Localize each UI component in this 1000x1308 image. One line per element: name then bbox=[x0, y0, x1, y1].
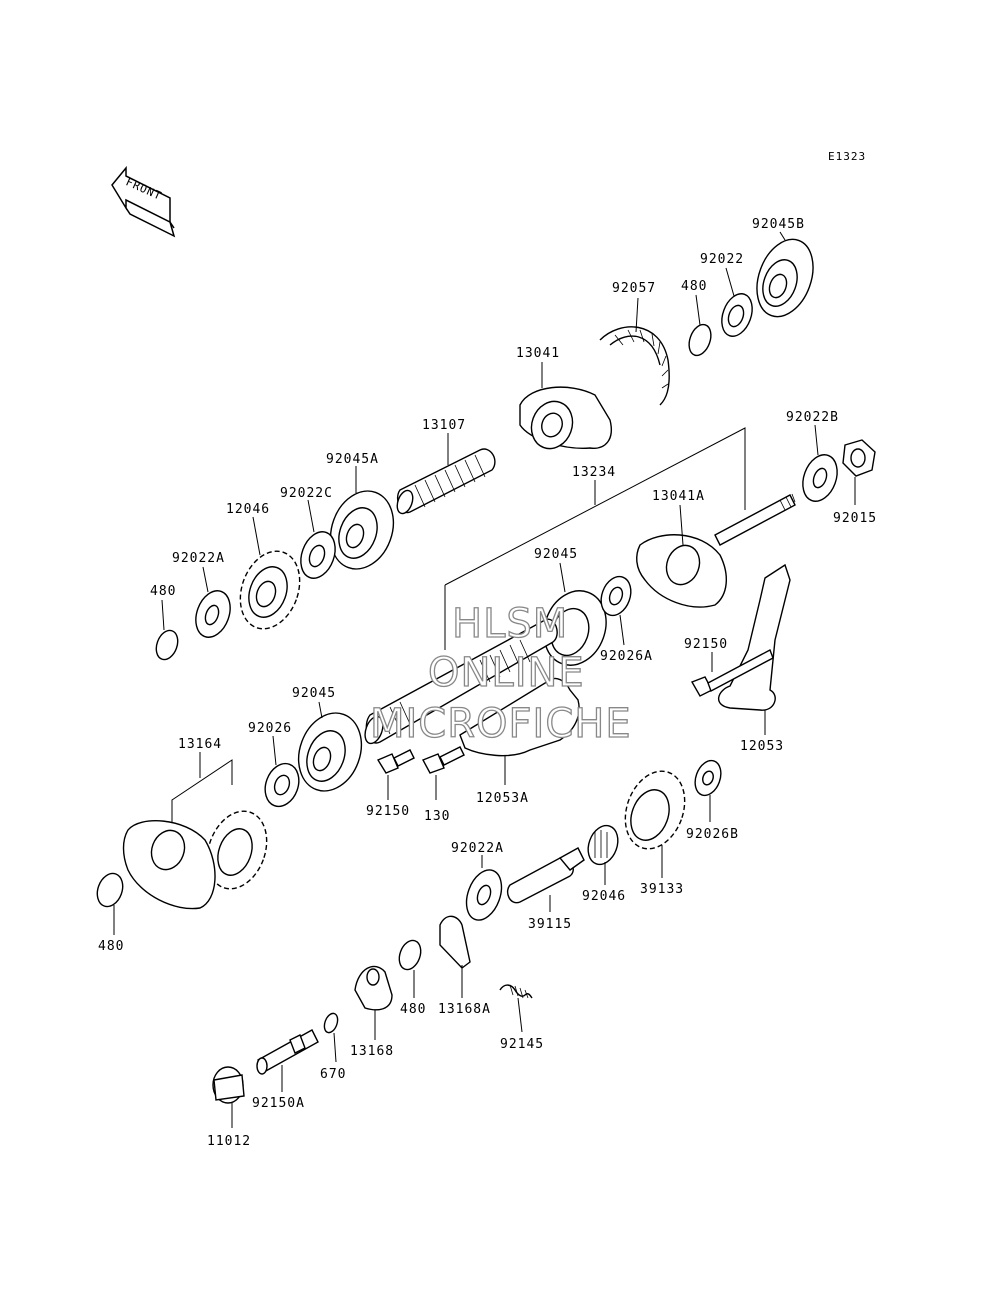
shaft-39115 bbox=[506, 847, 585, 904]
diagram-code: E1323 bbox=[828, 150, 866, 163]
sprocket-arm-13041A bbox=[636, 534, 727, 608]
part-label: 130 bbox=[424, 809, 450, 824]
part-label: 92026A bbox=[600, 649, 653, 664]
part-label: 13234 bbox=[572, 465, 616, 480]
watermark: HLSM ONLINE MICROFICHE bbox=[369, 600, 632, 747]
washer-92022 bbox=[721, 293, 753, 337]
part-label: 92057 bbox=[612, 281, 656, 296]
watermark-line-3: MICROFICHE bbox=[370, 701, 632, 747]
part-label: 670 bbox=[320, 1067, 346, 1082]
plate-13168A bbox=[439, 915, 471, 969]
watermark-line-2: ONLINE bbox=[428, 650, 585, 696]
part-label: 92022B bbox=[786, 410, 839, 425]
plate-12053 bbox=[718, 563, 791, 711]
needle-bearing-92046 bbox=[587, 824, 619, 866]
front-arrow-icon: FRONT bbox=[111, 165, 176, 238]
part-label: 92150A bbox=[252, 1096, 305, 1111]
part-label: 13168 bbox=[350, 1044, 394, 1059]
part-label: 92022 bbox=[700, 252, 744, 267]
sprocket-39133 bbox=[624, 770, 686, 850]
part-label: 12053A bbox=[476, 791, 529, 806]
part-label: 92022A bbox=[172, 551, 225, 566]
washer-92026B bbox=[694, 759, 722, 797]
bolt-92150-mid bbox=[376, 749, 415, 774]
washer-92022B bbox=[802, 454, 838, 502]
part-label: 39115 bbox=[528, 917, 572, 932]
circlip-480-left bbox=[155, 629, 179, 661]
lever-13168 bbox=[354, 965, 393, 1011]
bracket-12053A bbox=[459, 677, 580, 757]
part-label: 13107 bbox=[422, 418, 466, 433]
part-labels: 92045B 92022 480 92057 13041 13107 92045… bbox=[98, 217, 877, 1149]
part-label: 92045A bbox=[326, 452, 379, 467]
part-label: 480 bbox=[150, 584, 176, 599]
part-label: 92150 bbox=[684, 637, 728, 652]
part-label: 13041 bbox=[516, 346, 560, 361]
part-label: 92145 bbox=[500, 1037, 544, 1052]
circlip-480-bottom-left bbox=[96, 872, 124, 908]
bearing-92045-left bbox=[297, 712, 363, 792]
washer-92026 bbox=[264, 762, 300, 808]
cap-11012 bbox=[212, 1066, 245, 1104]
chain-92057 bbox=[599, 326, 670, 406]
part-label: 92022A bbox=[451, 841, 504, 856]
part-label: 92045B bbox=[752, 217, 805, 232]
part-label: 480 bbox=[400, 1002, 426, 1017]
bearing-92045B bbox=[756, 238, 814, 318]
part-label: 12046 bbox=[226, 502, 270, 517]
shaft-92150A bbox=[256, 1029, 319, 1075]
circlip-480-top bbox=[688, 323, 712, 357]
bracket-13234 bbox=[444, 427, 746, 650]
part-label: 11012 bbox=[207, 1134, 251, 1149]
washer-92022A-mid bbox=[465, 869, 503, 921]
washer-92022C bbox=[300, 531, 336, 579]
main-shaft bbox=[364, 618, 558, 745]
part-label: 13041A bbox=[652, 489, 705, 504]
arm-13164 bbox=[122, 820, 216, 910]
part-label: 92022C bbox=[280, 486, 333, 501]
washer-92022A-top bbox=[195, 590, 231, 638]
part-label: 92026B bbox=[686, 827, 739, 842]
bolt-130 bbox=[422, 746, 465, 774]
part-label: 92026 bbox=[248, 721, 292, 736]
shaft-13107 bbox=[396, 448, 496, 515]
part-label: 92015 bbox=[833, 511, 877, 526]
circlip-480-lower bbox=[398, 939, 422, 971]
part-label: 92045 bbox=[292, 686, 336, 701]
sprocket-12046 bbox=[239, 550, 301, 630]
o-ring-670 bbox=[323, 1012, 339, 1034]
bolt-92150-right bbox=[690, 649, 774, 697]
bearing-92045-center bbox=[543, 590, 607, 666]
leader-lines bbox=[113, 231, 856, 1128]
part-label: 92046 bbox=[582, 889, 626, 904]
part-label: 13168A bbox=[438, 1002, 491, 1017]
part-label: 92150 bbox=[366, 804, 410, 819]
bearing-92045A bbox=[329, 490, 395, 570]
sprocket-arm-13041 bbox=[519, 386, 612, 450]
stud bbox=[714, 493, 796, 546]
bracket-13164 bbox=[171, 752, 233, 828]
spring-92145 bbox=[499, 984, 533, 999]
part-label: 480 bbox=[98, 939, 124, 954]
part-label: 480 bbox=[681, 279, 707, 294]
part-label: 12053 bbox=[740, 739, 784, 754]
sprocket-13164 bbox=[206, 810, 268, 890]
nut-92015 bbox=[842, 439, 876, 477]
washer-92026A bbox=[600, 575, 632, 617]
watermark-line-1: HLSM bbox=[452, 601, 568, 647]
part-label: 13164 bbox=[178, 737, 222, 752]
part-label: 39133 bbox=[640, 882, 684, 897]
part-label: 92045 bbox=[534, 547, 578, 562]
